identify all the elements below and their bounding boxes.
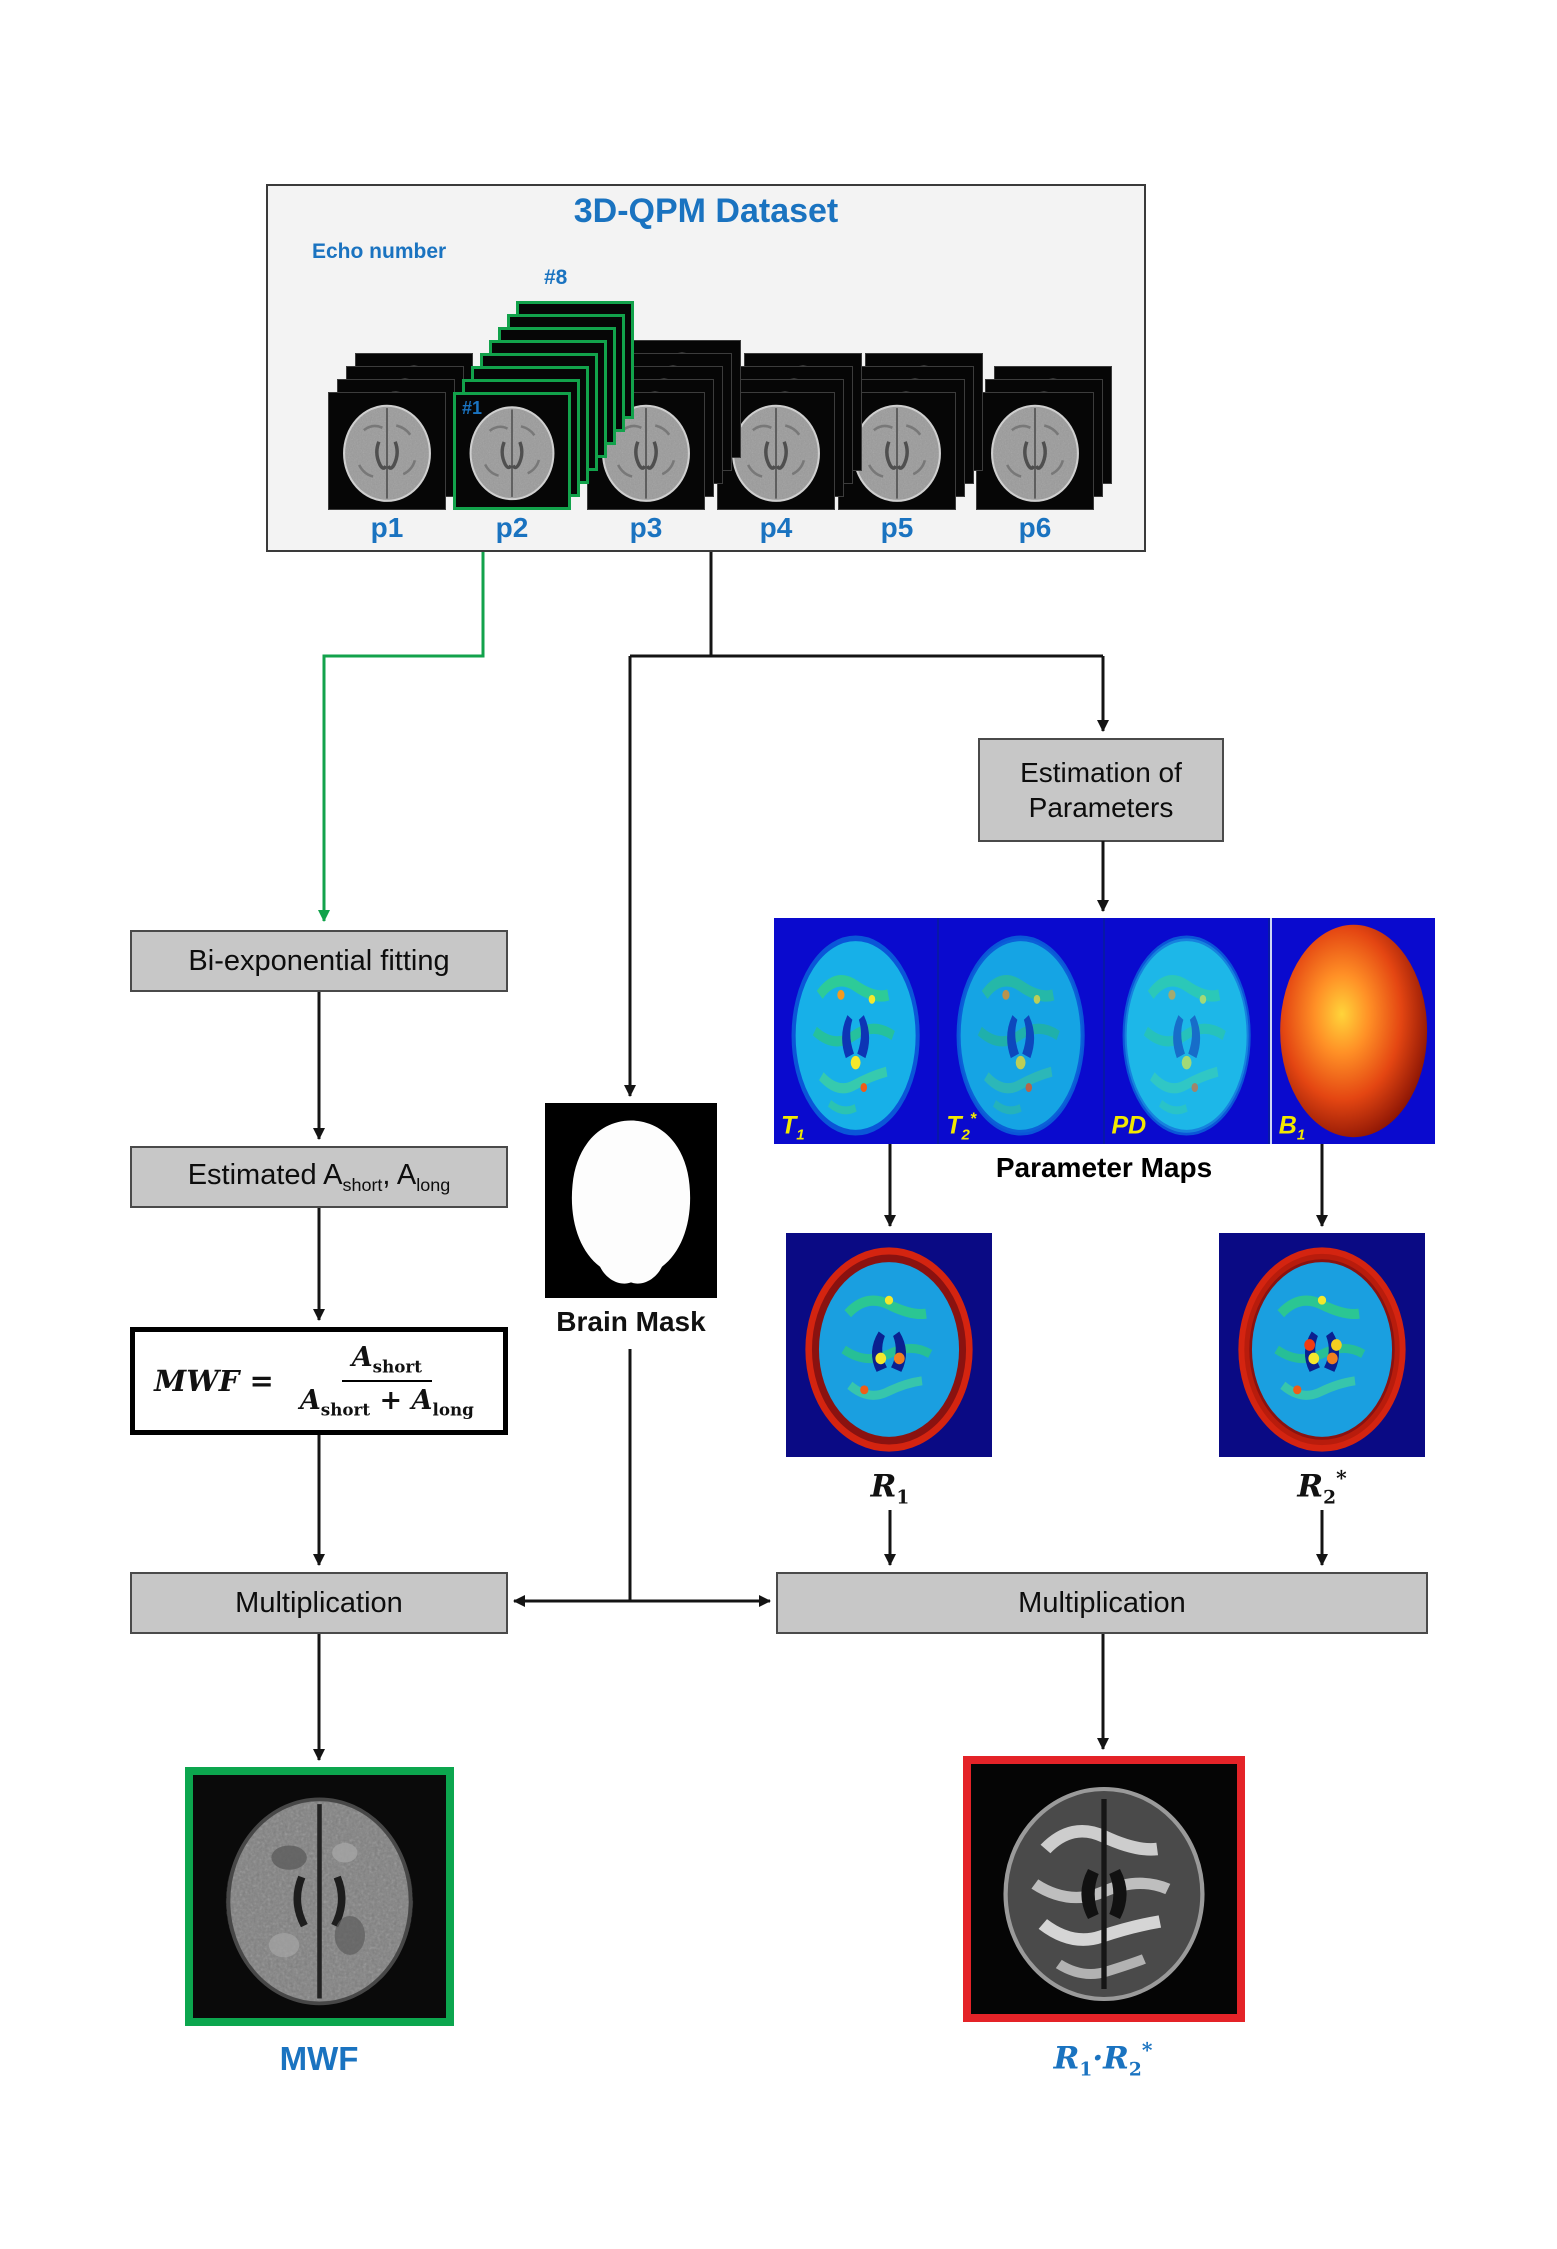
r2star-map-image — [1219, 1233, 1425, 1457]
estimation-line1: Estimation of — [1020, 757, 1182, 788]
mwf-output-image — [185, 1767, 454, 2026]
multiplication-right-box: Multiplication — [776, 1572, 1428, 1634]
echo-number-label: Echo number — [312, 240, 447, 263]
echo-stack-p1 — [328, 353, 473, 510]
echo-stack-p2-selected — [453, 301, 634, 510]
r2star-caption: R2* — [1297, 1466, 1347, 1509]
estimation-line2: Parameters — [1028, 792, 1174, 823]
multiplication-right-label: Multiplication — [1018, 1586, 1186, 1619]
echo-stack-p4 — [717, 353, 862, 510]
b1-map-image — [1279, 924, 1427, 1138]
t1-map-label: T1 — [781, 1111, 805, 1143]
t2star-map-image — [939, 918, 1102, 1144]
echo-stack-p6 — [976, 366, 1112, 510]
brain-slice-image — [976, 392, 1094, 510]
parameter-maps-caption: Parameter Maps — [995, 1152, 1213, 1183]
r1r2star-output-caption: R1·R2* — [1053, 2038, 1153, 2081]
stack-label-p3: p3 — [629, 512, 663, 543]
r1r2star-output-graphic — [971, 1764, 1237, 2014]
stack-label-p5: p5 — [880, 512, 914, 543]
pd-map-label: PD — [1111, 1111, 1147, 1139]
formula-fraction: Ashort Ashort + Along — [290, 1342, 484, 1419]
r1-map-graphic — [786, 1233, 992, 1457]
stack-label-p6: p6 — [1018, 512, 1052, 543]
estimation-of-parameters-box: Estimation of Parameters — [978, 738, 1224, 842]
estimated-amplitudes-label: Estimated Ashort, Along — [187, 1159, 451, 1196]
formula-denominator: Ashort + Along — [299, 1385, 474, 1420]
multiplication-left-box: Multiplication — [130, 1572, 508, 1634]
map-panel-t2star: T2* — [939, 918, 1105, 1144]
t2star-map-label: T2* — [946, 1109, 977, 1143]
multiplication-left-label: Multiplication — [235, 1586, 403, 1619]
r1-map-image — [786, 1233, 992, 1457]
bi-exponential-label: Bi-exponential fitting — [188, 944, 450, 977]
brain-mask-caption: Brain Mask — [556, 1306, 706, 1337]
stack-label-p1: p1 — [370, 512, 404, 543]
r1-caption: R1 — [870, 1468, 910, 1509]
brain-mask-graphic — [545, 1103, 717, 1298]
mwf-output-caption: MWF — [279, 2040, 359, 2077]
brain-mask-image — [545, 1103, 717, 1298]
r1r2star-output-image — [963, 1756, 1245, 2022]
estimated-amplitudes-box: Estimated Ashort, Along — [130, 1146, 508, 1208]
stack-label-p4: p4 — [759, 512, 793, 543]
pd-map-image — [1105, 918, 1268, 1144]
brain-slice-image — [453, 392, 571, 510]
bi-exponential-fitting-box: Bi-exponential fitting — [130, 930, 508, 992]
mwf-output-graphic — [193, 1775, 446, 2018]
echo-last-label: #8 — [544, 266, 568, 289]
r2star-map-graphic — [1219, 1233, 1425, 1457]
map-panel-t1: T1 — [774, 918, 940, 1144]
formula-lhs: MWF = — [154, 1364, 274, 1398]
map-panel-b1: B1 — [1269, 918, 1435, 1144]
formula-numerator: Ashort — [341, 1342, 432, 1382]
echo-first-label: #1 — [462, 398, 483, 418]
stack-label-p2: p2 — [495, 512, 529, 543]
dataset-title: 3D-QPM Dataset — [573, 192, 839, 230]
mwf-formula-box: MWF = Ashort Ashort + Along — [130, 1327, 508, 1435]
map-panel-pd: PD — [1105, 918, 1270, 1144]
parameter-maps-strip: T1 T2* PD B1 — [774, 918, 1435, 1144]
brain-slice-image — [328, 392, 446, 510]
b1-map-label: B1 — [1278, 1111, 1306, 1143]
